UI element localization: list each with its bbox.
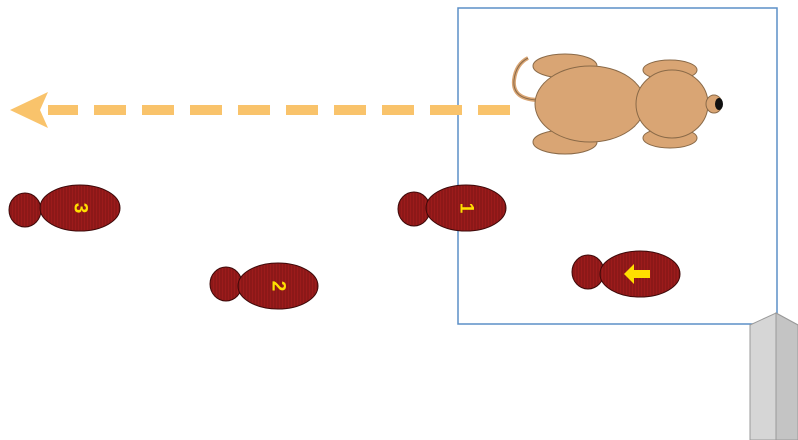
direction-arrow [10, 92, 510, 128]
step-number-2: 2 [268, 281, 289, 292]
post-icon [749, 312, 798, 440]
left-arrow-icon [624, 264, 650, 284]
area-outline [457, 7, 778, 325]
footstep-1: 1 [397, 184, 507, 232]
footstep-start [571, 250, 681, 298]
footstep-3: 3 [8, 184, 121, 232]
step-number-3: 3 [70, 203, 91, 214]
footstep-2: 2 [209, 262, 319, 310]
dog-top-view-icon [511, 53, 723, 155]
dashed-left-arrow-icon [10, 92, 48, 128]
step-number-1: 1 [456, 203, 477, 214]
